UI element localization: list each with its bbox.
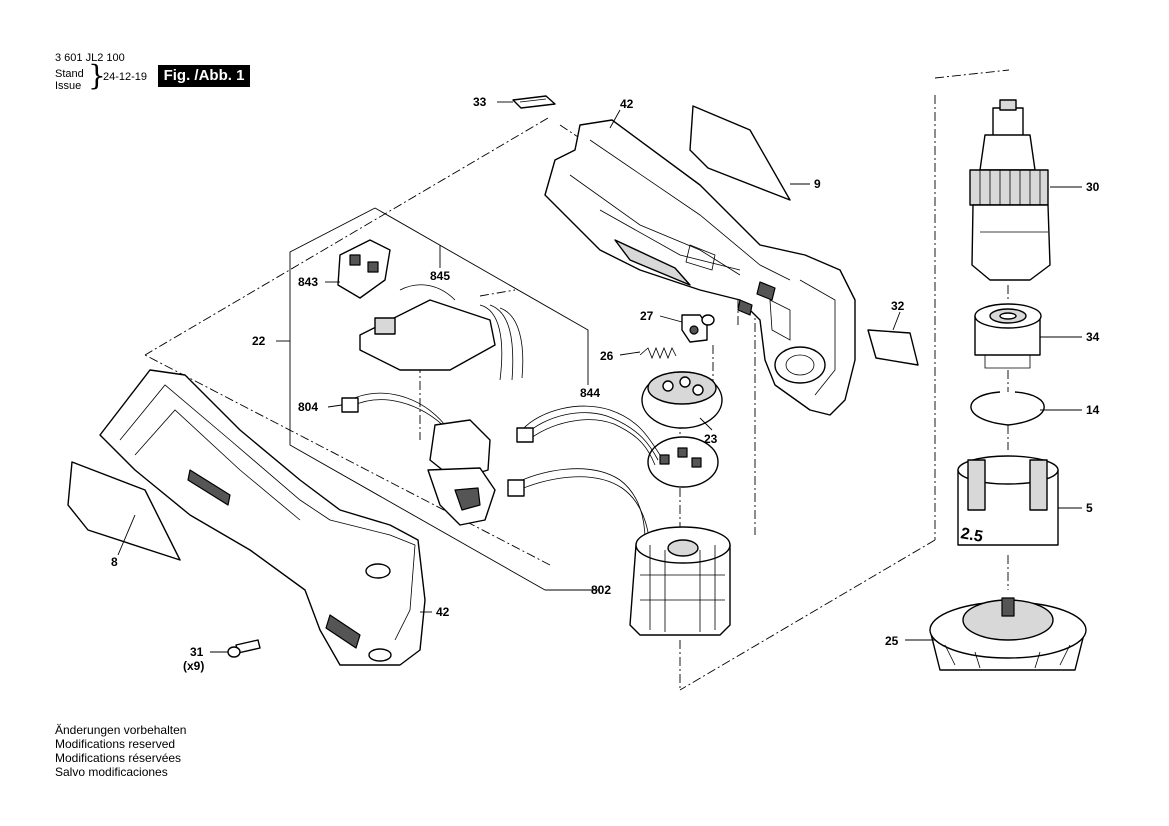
callout-26: 26	[600, 349, 614, 363]
part-34-bearing	[974, 303, 1042, 369]
callout-844: 844	[580, 386, 600, 400]
callout-845: 845	[430, 269, 450, 283]
svg-text:2.5: 2.5	[959, 525, 984, 546]
modification-notes: Änderungen vorbehalten Modifications res…	[55, 723, 186, 779]
callout-30: 30	[1086, 180, 1100, 194]
pcb-board	[647, 436, 719, 488]
callout-802: 802	[591, 583, 611, 597]
note-es: Salvo modificaciones	[55, 765, 168, 779]
note-fr: Modifications réservées	[55, 751, 182, 765]
part-26-spring	[639, 346, 677, 360]
callout-14: 14	[1086, 403, 1100, 417]
callout-31-quantity: (x9)	[183, 659, 204, 673]
figure-label: Fig. /Abb. 1	[158, 65, 250, 87]
callout-33: 33	[473, 95, 487, 109]
issue-date: 24-12-19	[103, 71, 148, 83]
note-de: Änderungen vorbehalten	[55, 723, 187, 737]
issue-label: Issue	[55, 80, 82, 92]
callout-34: 34	[1086, 330, 1100, 344]
part-802-motor	[507, 468, 731, 636]
part-32-label	[867, 329, 919, 366]
callout-23: 23	[704, 432, 718, 446]
callout-25: 25	[885, 634, 899, 648]
part-23-button	[641, 371, 723, 429]
callout-804: 804	[298, 400, 318, 414]
callout-32: 32	[891, 299, 905, 313]
part-843-brush-holder	[337, 239, 391, 299]
part-number: 3 601 JL2 100	[55, 52, 125, 64]
part-844-harness	[516, 405, 661, 466]
callout-5: 5	[1086, 501, 1093, 515]
brace-glyph: }	[88, 59, 106, 92]
stand-label: Stand	[55, 68, 84, 80]
part-27-bracket	[681, 314, 715, 343]
callout-843: 843	[298, 275, 318, 289]
callout-22: 22	[252, 334, 266, 348]
part-31-screw	[227, 639, 261, 658]
part-30-spindle	[969, 99, 1051, 281]
part-33-clip	[512, 95, 556, 109]
part-9-label	[689, 105, 791, 201]
callout-31: 31	[190, 645, 204, 659]
callout-8: 8	[111, 555, 118, 569]
part-25-flange	[929, 597, 1087, 671]
callout-42-upper: 42	[620, 97, 634, 111]
part-42-upper-housing	[544, 119, 856, 416]
group-22-frame	[276, 207, 600, 591]
callout-27: 27	[640, 309, 654, 323]
part-42-lower-housing	[99, 369, 426, 666]
part-5-locking-ring: 2.5	[957, 455, 1059, 546]
part-14-ring	[970, 391, 1045, 426]
part-804-switch	[341, 392, 496, 526]
note-en: Modifications reserved	[55, 737, 176, 751]
part-845-switch-module	[359, 284, 524, 381]
part-8-label	[67, 461, 181, 561]
assembly-guide-lines	[144, 69, 1010, 691]
leader-lines	[117, 101, 1082, 653]
callout-42-lower: 42	[436, 605, 450, 619]
callouts: 33 42 9 30 843 845 22 27 32 34 26 844 80…	[111, 95, 1100, 673]
callout-9: 9	[814, 177, 821, 191]
